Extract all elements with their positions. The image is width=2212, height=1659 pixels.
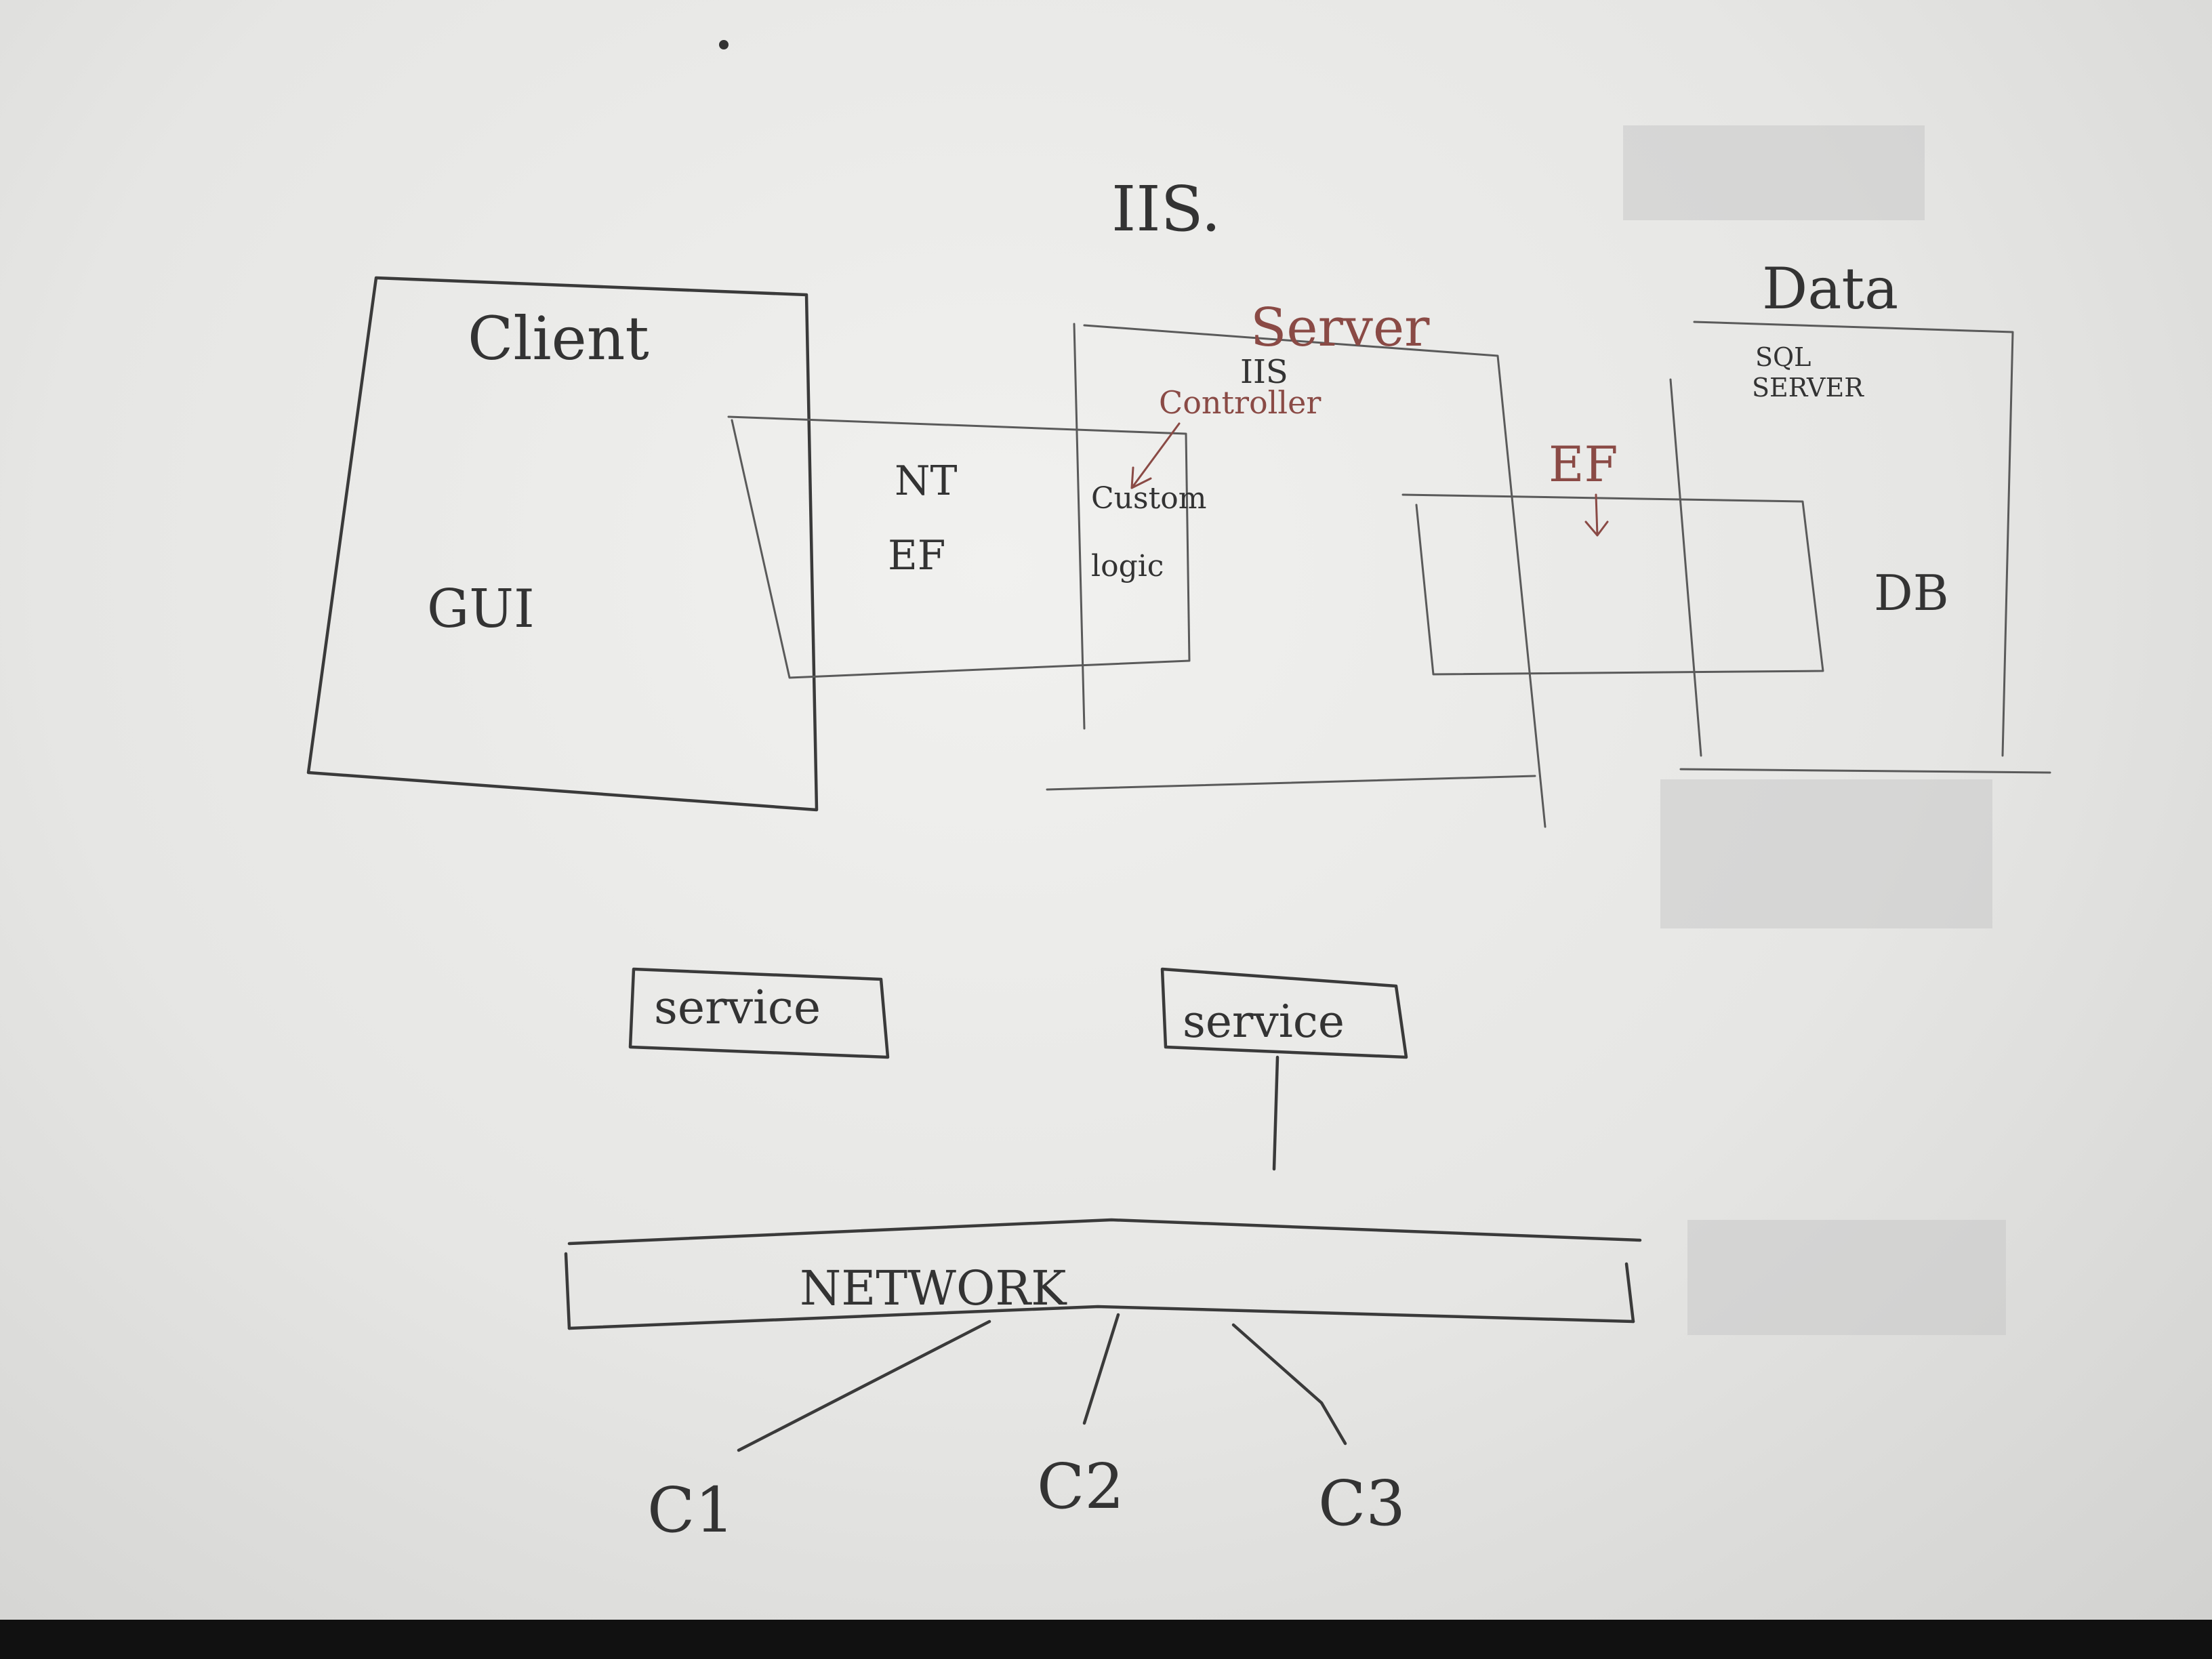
data-sub-server: SERVER bbox=[1752, 373, 1864, 403]
network-label: NETWORK bbox=[800, 1261, 1067, 1316]
ef-down-arrow bbox=[1584, 493, 1609, 537]
service-right-label: service bbox=[1183, 996, 1345, 1048]
link-to-c3 bbox=[1231, 1323, 1347, 1446]
link-to-c2 bbox=[1082, 1313, 1120, 1425]
client-title: Client bbox=[468, 304, 649, 373]
server-box: Server IIS Controller Custom logic bbox=[1046, 298, 1547, 828]
data-title: Data bbox=[1762, 255, 1898, 322]
client-node-c1: C1 bbox=[647, 1474, 735, 1547]
service-right-box: service bbox=[1160, 967, 1408, 1171]
table-surface bbox=[0, 1620, 2212, 1659]
server-title: Server bbox=[1250, 298, 1430, 359]
service-left-label: service bbox=[654, 981, 821, 1035]
db-label: DB bbox=[1874, 565, 1949, 621]
server-subtitle-iis: IIS bbox=[1240, 353, 1288, 391]
custom-logic-line1: Custom bbox=[1091, 481, 1206, 516]
custom-logic-line2: logic bbox=[1091, 549, 1164, 583]
bleed-through-block bbox=[1687, 1220, 2006, 1335]
link-to-c1 bbox=[737, 1319, 991, 1452]
ef-arrow-label: EF bbox=[1549, 436, 1618, 493]
data-box: Data SQL SERVER DB bbox=[1669, 255, 2051, 774]
client-node-c2: C2 bbox=[1037, 1450, 1124, 1523]
bleed-through-block bbox=[1660, 779, 1992, 928]
client-node-c3: C3 bbox=[1318, 1467, 1406, 1540]
service-network-link bbox=[1272, 1055, 1279, 1171]
middle-layer-box: NT EF bbox=[727, 415, 1191, 679]
controller-note: Controller bbox=[1159, 384, 1321, 421]
iis-top-label: IIS. bbox=[1111, 173, 1221, 245]
ef-db-box: EF bbox=[1401, 436, 1824, 676]
bleed-through-block bbox=[1623, 125, 1925, 220]
service-left-box: service bbox=[628, 967, 890, 1059]
middle-label-nt: NT bbox=[895, 457, 958, 505]
controller-arrow bbox=[1130, 422, 1181, 489]
data-sub-sql: SQL bbox=[1755, 342, 1811, 372]
middle-label-ef: EF bbox=[888, 532, 945, 579]
client-body-gui: GUI bbox=[427, 579, 535, 640]
pencil-dot bbox=[719, 40, 729, 49]
network-bar: NETWORK bbox=[564, 1218, 1642, 1330]
client-box: Client GUI bbox=[306, 276, 819, 812]
